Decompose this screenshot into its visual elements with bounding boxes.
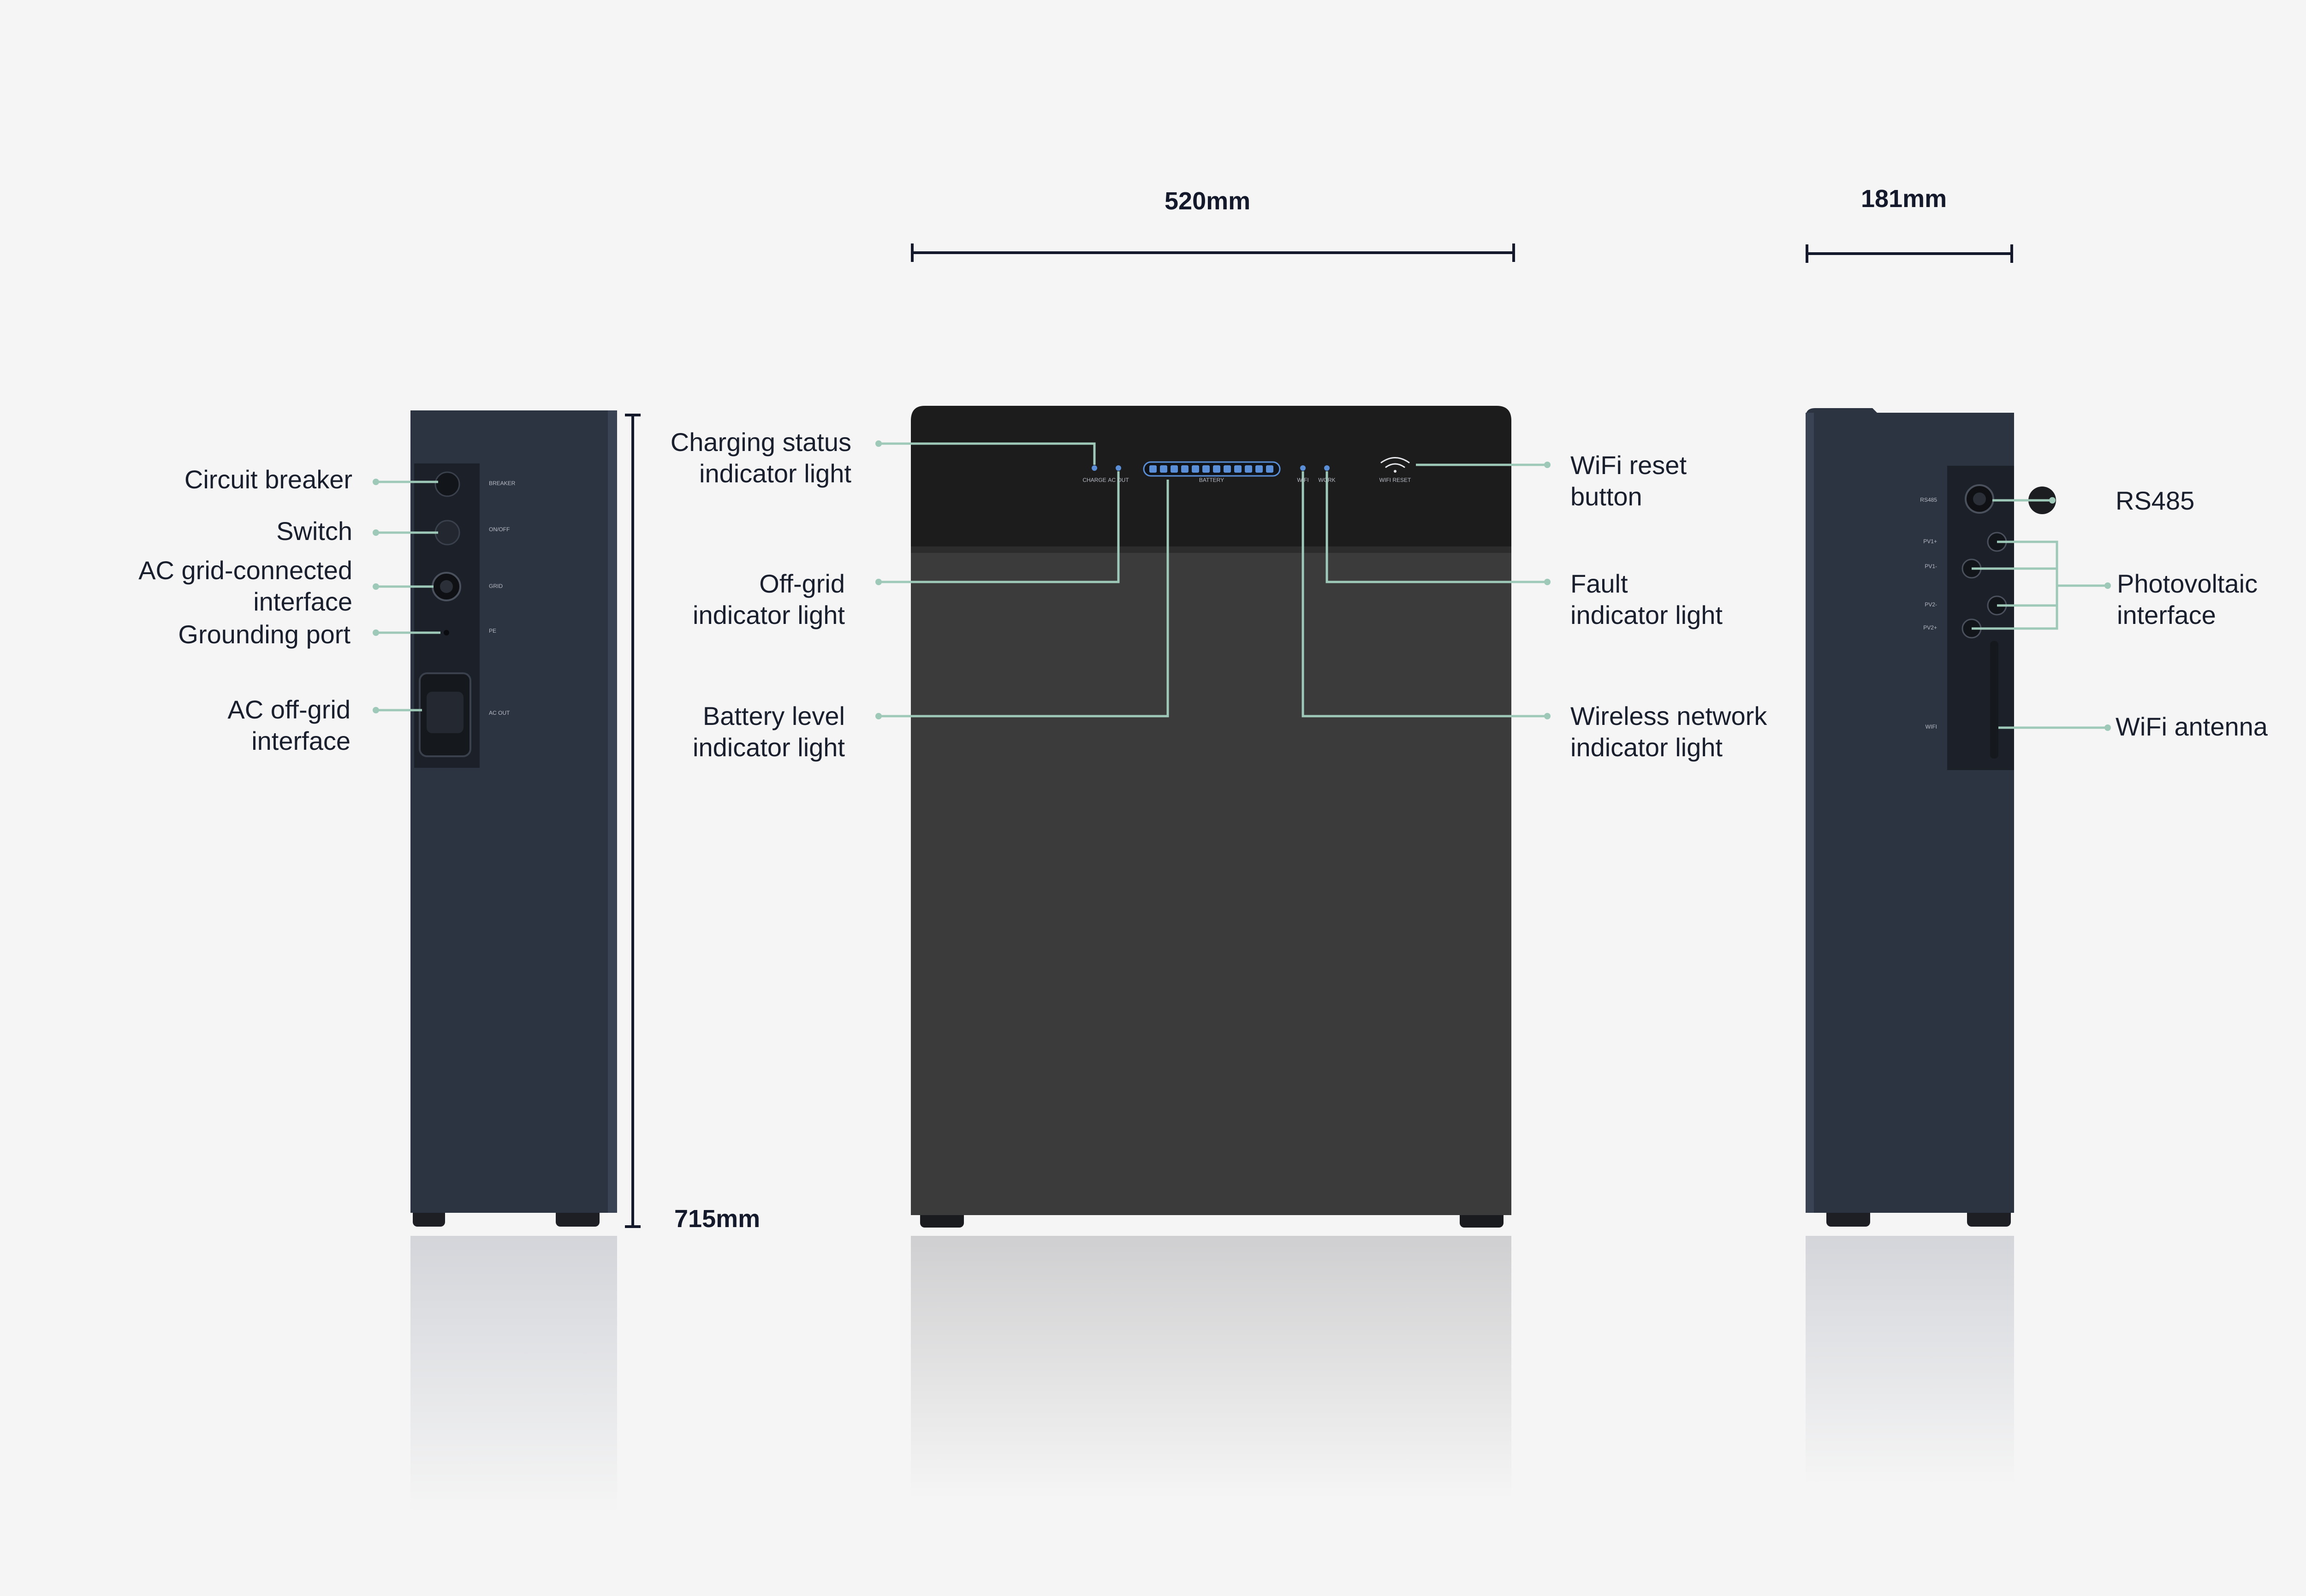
charge-indicator: [1092, 465, 1097, 471]
left-panel-marks: BREAKER ON/OFF GRID PE AC OUT: [489, 480, 516, 716]
left-mark-ac-out: AC OUT: [489, 710, 510, 716]
battery-segment: [1160, 465, 1167, 473]
front-lower-shadow: [911, 546, 1511, 553]
label-fault-indicator: Fault indicator light: [1570, 569, 1723, 629]
left-mark-grid: GRID: [489, 583, 503, 589]
left-side-edge: [608, 410, 617, 1213]
wifi-indicator: [1300, 465, 1306, 471]
battery-segment: [1255, 465, 1263, 473]
right-mark-pv1-plus: PV1+: [1923, 538, 1937, 545]
label-rs485: RS485: [2116, 486, 2195, 515]
label-ac-grid-connected: AC grid-connected interface: [138, 556, 352, 616]
rs485-port-inner: [1973, 492, 1986, 505]
leader-wireless: [1302, 471, 1547, 718]
battery-segment: [1234, 465, 1242, 473]
right-side-reflection: [1806, 1236, 2014, 1485]
depth-dimension-label: 181mm: [1861, 185, 1947, 213]
left-mark-pe: PE: [489, 628, 496, 634]
left-mark-breaker: BREAKER: [489, 480, 516, 487]
battery-segment: [1192, 465, 1199, 473]
battery-segment: [1171, 465, 1178, 473]
front-mark-work: WORK: [1318, 477, 1335, 483]
label-wireless-network: Wireless network indicator light: [1570, 701, 1767, 762]
right-mark-wifi: WIFI: [1926, 724, 1937, 730]
left-side-reflection: [410, 1236, 617, 1513]
switch-knob: [434, 520, 460, 546]
leader-off-grid: [879, 471, 1120, 583]
label-circuit-breaker: Circuit breaker: [184, 465, 352, 494]
grid-port-inner: [440, 580, 453, 593]
label-off-grid-indicator: Off-grid indicator light: [693, 569, 845, 629]
right-panel-marks: RS485 PV1+ PV1- PV2- PV2+ WIFI: [1920, 497, 1937, 730]
label-wifi-reset: WiFi reset button: [1570, 451, 1687, 511]
battery-segment: [1149, 465, 1157, 473]
ground-port: [444, 630, 449, 635]
battery-segment: [1181, 465, 1189, 473]
battery-segments: [1149, 465, 1273, 473]
right-mark-pv1-minus: PV1-: [1925, 563, 1937, 570]
label-grounding-port: Grounding port: [178, 620, 351, 649]
right-side-unit: [1806, 408, 2056, 1485]
label-battery-level: Battery level indicator light: [693, 701, 845, 762]
battery-segment: [1266, 465, 1273, 473]
wifi-antenna: [1990, 641, 1998, 759]
ac-out-socket-face: [427, 692, 464, 733]
front-lower-body: [911, 546, 1511, 1215]
label-charging-status: Charging status indicator light: [670, 427, 851, 488]
dimension-lines: [625, 243, 2013, 1228]
front-mark-wifi-reset: WIFI RESET: [1379, 477, 1411, 483]
front-reflection: [911, 1236, 1511, 1499]
ac-out-indicator: [1116, 465, 1121, 471]
battery-segment: [1245, 465, 1252, 473]
left-side-unit: [410, 410, 617, 1513]
front-unit: [911, 406, 1511, 1499]
front-panel-marks: CHARGE AC OUT BATTERY WIFI WORK WIFI RES…: [1082, 477, 1411, 483]
work-indicator: [1324, 465, 1330, 471]
right-mark-pv2-minus: PV2-: [1925, 601, 1937, 608]
label-switch: Switch: [276, 516, 352, 546]
right-mark-rs485: RS485: [1920, 497, 1937, 503]
label-wifi-antenna: WiFi antenna: [2116, 712, 2268, 741]
battery-segment: [1213, 465, 1220, 473]
right-side-edge: [1806, 413, 1814, 1213]
leader-lines: [376, 442, 2108, 729]
battery-segment: [1202, 465, 1210, 473]
leader-fault: [1325, 471, 1547, 583]
front-mark-ac-out: AC OUT: [1108, 477, 1129, 483]
label-photovoltaic: Photovoltaic interface: [2117, 569, 2258, 629]
right-mark-pv2-plus: PV2+: [1923, 624, 1937, 631]
front-mark-charge: CHARGE: [1082, 477, 1106, 483]
width-dimension-label: 520mm: [1165, 187, 1251, 215]
leader-battery: [879, 480, 1169, 718]
left-mark-onoff: ON/OFF: [489, 526, 510, 533]
front-mark-battery: BATTERY: [1199, 477, 1224, 483]
height-dimension-label: 715mm: [674, 1205, 761, 1233]
right-port-panel: [1947, 466, 2014, 770]
leader-charging: [879, 442, 1096, 465]
front-mark-wifi: WIFI: [1297, 477, 1308, 483]
wifi-reset-icon: [1380, 457, 1410, 473]
breaker-knob: [434, 471, 460, 497]
label-ac-off-grid: AC off-grid interface: [227, 695, 351, 755]
leader-dots: [373, 440, 2111, 731]
battery-segment: [1224, 465, 1231, 473]
